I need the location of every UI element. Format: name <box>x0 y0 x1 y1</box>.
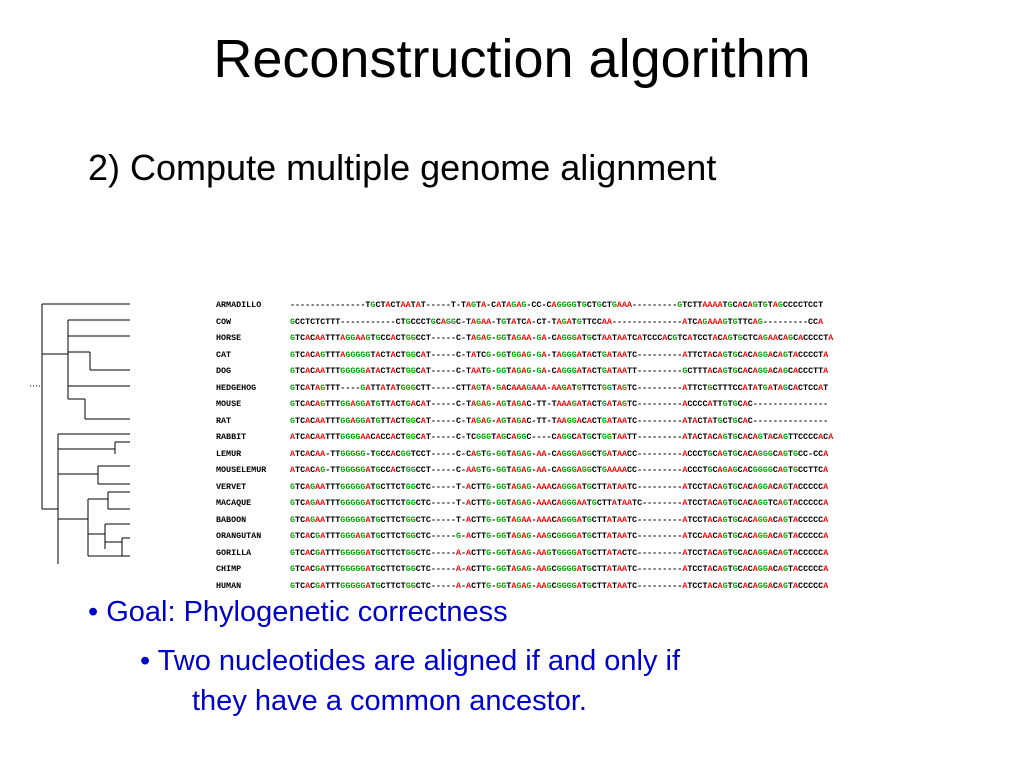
alignment-row: ORANGUTAN GTCACGATTTGGGAGATGCTTCTGGCTC---… <box>216 528 1024 545</box>
sequence: GTCACAATTTGGAGGATGTTACTGGCAT-----C-TAGAG… <box>290 415 829 426</box>
species-name: GORILLA <box>216 547 252 558</box>
sequence: GTCACAATTTAGGAAGTGCCACTGGCCT-----C-TAGAG… <box>290 333 834 343</box>
slide-subtitle: 2) Compute multiple genome alignment <box>88 147 717 188</box>
bullet-goal: • Goal: Phylogenetic correctness <box>88 596 508 628</box>
bullet-definition: • Two nucleotides are aligned if and onl… <box>140 641 680 721</box>
sequence: GTCACGATTTGGGGGATGCTTCTGGCTC-----A-ACTTG… <box>290 580 829 591</box>
sequence: ---------------TGCTACTAATAT-----T-TAGTA-… <box>290 300 824 310</box>
alignment-row: HORSE GTCACAATTTAGGAAGTGCCACTGGCCT-----C-… <box>216 330 1024 347</box>
alignment-row: MACAQUE GTCAGAATTTGGGGGATGCTTCTGGCTC-----… <box>216 495 1024 512</box>
sequence: GTCATAGTTT----GATTATATGGGCTT-----CTTAGTA… <box>290 382 829 393</box>
species-name: HEDGEHOG <box>216 382 257 393</box>
species-name: COW <box>216 316 232 327</box>
species-name: ORANGUTAN <box>216 531 262 541</box>
alignment-row: GORILLA GTCACGATTTGGGGGATGCTTCTGGCTC-----… <box>216 545 1024 562</box>
alignment-row: RAT GTCACAATTTGGAGGATGTTACTGGCAT-----C-TA… <box>216 413 1024 430</box>
species-name: DOG <box>216 366 232 376</box>
alignment-row: COW GCCTCTCTTT-----------CTGCCCTGCAGGC-TA… <box>216 314 1024 331</box>
alignment-row: MOUSE GTCACAGTTTGGAGGATGTTACTGACAT-----C-… <box>216 396 1024 413</box>
species-name: MOUSELEMUR <box>216 465 267 475</box>
species-name: LEMUR <box>216 448 242 459</box>
species-name: RABBIT <box>216 432 247 442</box>
species-name: BABOON <box>216 514 247 525</box>
sequence: GTCACAGTTTGGAGGATGTTACTGACAT-----C-TAGAG… <box>290 399 829 409</box>
sequence: ATCACAG-TTGGGGGATGCCACTGGCCT-----C-AAGTG… <box>290 465 829 475</box>
sequence: GTCACGATTTGGGAGATGCTTCTGGCTC-----G-ACTTG… <box>290 531 829 541</box>
multiple-alignment: ARMADILLO ---------------TGCTACTAATAT----… <box>216 297 1024 594</box>
species-name: HORSE <box>216 333 242 343</box>
phylogenetic-tree <box>30 294 140 574</box>
species-name: CAT <box>216 349 232 360</box>
species-name: CHIMP <box>216 564 242 574</box>
sequence: GTCAGAATTTGGGGGATGCTTCTGGCTC-----T-ACTTG… <box>290 514 829 525</box>
sequence: GTCACAGTTTAGGGGGTACTACTGGCAT-----C-TATCG… <box>290 349 829 360</box>
alignment-row: CHIMP GTCACGATTTGGGGGATGCTTCTGGCTC-----A-… <box>216 561 1024 578</box>
species-name: HUMAN <box>216 580 242 591</box>
slide-title: Reconstruction algorithm <box>213 29 811 89</box>
sequence: GTCAGAATTTGGGGGATGCTTCTGGCTC-----T-ACTTG… <box>290 498 829 508</box>
alignment-row: ARMADILLO ---------------TGCTACTAATAT----… <box>216 297 1024 314</box>
sequence: GTCACGATTTGGGGGATGCTTCTGGCTC-----A-ACTTG… <box>290 564 829 574</box>
alignment-row: MOUSELEMUR ATCACAG-TTGGGGGATGCCACTGGCCT--… <box>216 462 1024 479</box>
alignment-row: HEDGEHOG GTCATAGTTT----GATTATATGGGCTT----… <box>216 380 1024 397</box>
sequence: GTCACGATTTGGGGGATGCTTCTGGCTC-----A-ACTTG… <box>290 547 829 558</box>
alignment-row: CAT GTCACAGTTTAGGGGGTACTACTGGCAT-----C-TA… <box>216 347 1024 364</box>
bullet-definition-line1: • Two nucleotides are aligned if and onl… <box>140 645 681 677</box>
sequence: ATCACAATTTGGGGAACACCACTGGCAT-----C-TCGGG… <box>290 432 834 442</box>
sequence: ATCACAA-TTGGGGG-TGCCACGGTCCT-----C-CAGTG… <box>290 448 829 459</box>
species-name: VERVET <box>216 481 247 492</box>
species-name: MOUSE <box>216 399 242 409</box>
alignment-row: BABOON GTCAGAATTTGGGGGATGCTTCTGGCTC-----T… <box>216 512 1024 529</box>
phylogenetic-tree-drawing <box>30 303 130 564</box>
alignment-row: DOG GTCACAATTTGGGGGATACTACTGGCAT-----C-TA… <box>216 363 1024 380</box>
sequence: GTCACAATTTGGGGGATACTACTGGCAT-----C-TAATG… <box>290 366 829 376</box>
alignment-row: VERVET GTCAGAATTTGGGGGATGCTTCTGGCTC-----T… <box>216 479 1024 496</box>
species-name: ARMADILLO <box>216 300 262 310</box>
species-name: MACAQUE <box>216 498 252 508</box>
species-name: RAT <box>216 415 232 426</box>
alignment-row: HUMAN GTCACGATTTGGGGGATGCTTCTGGCTC-----A-… <box>216 578 1024 595</box>
alignment-row: RABBIT ATCACAATTTGGGGAACACCACTGGCAT-----C… <box>216 429 1024 446</box>
sequence: GTCAGAATTTGGGGGATGCTTCTGGCTC-----T-ACTTG… <box>290 481 829 492</box>
bullet-definition-line2: they have a common ancestor. <box>192 685 587 717</box>
sequence: GCCTCTCTTT-----------CTGCCCTGCAGGC-TAGAA… <box>290 316 824 327</box>
alignment-row: LEMUR ATCACAA-TTGGGGG-TGCCACGGTCCT-----C-… <box>216 446 1024 463</box>
